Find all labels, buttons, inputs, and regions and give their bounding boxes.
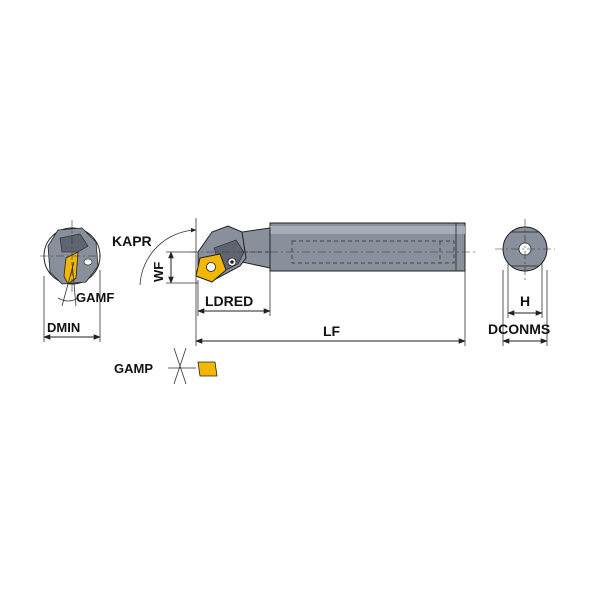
gamf-line-2 [61,261,75,307]
end-view [40,220,104,342]
kapr-arc [139,227,197,286]
gamp-label: GAMP [114,361,153,376]
neck [241,227,271,269]
gamp-line-2 [173,347,187,385]
lf-label: LF [323,323,341,339]
gamf-arc [57,297,79,302]
gamf-line-1 [71,261,77,307]
rear-view [495,219,555,346]
h-label: H [520,293,530,309]
dmin-label: DMIN [47,320,80,335]
gamp-insert-section [197,361,218,377]
ldred-label: LDRED [205,293,253,309]
wf-label: WF [151,262,166,282]
dconms-label: DCONMS [488,321,550,337]
kapr-label: KAPR [112,233,152,249]
end-view-face [59,233,89,253]
side-view [139,218,478,346]
gamp-detail [168,347,218,385]
shank-highlight [270,226,465,234]
clamp-screw-inner [230,260,234,264]
insert-hole [206,262,216,272]
gamf-label: GAMF [76,290,114,305]
end-view-screw-hole [83,258,93,266]
